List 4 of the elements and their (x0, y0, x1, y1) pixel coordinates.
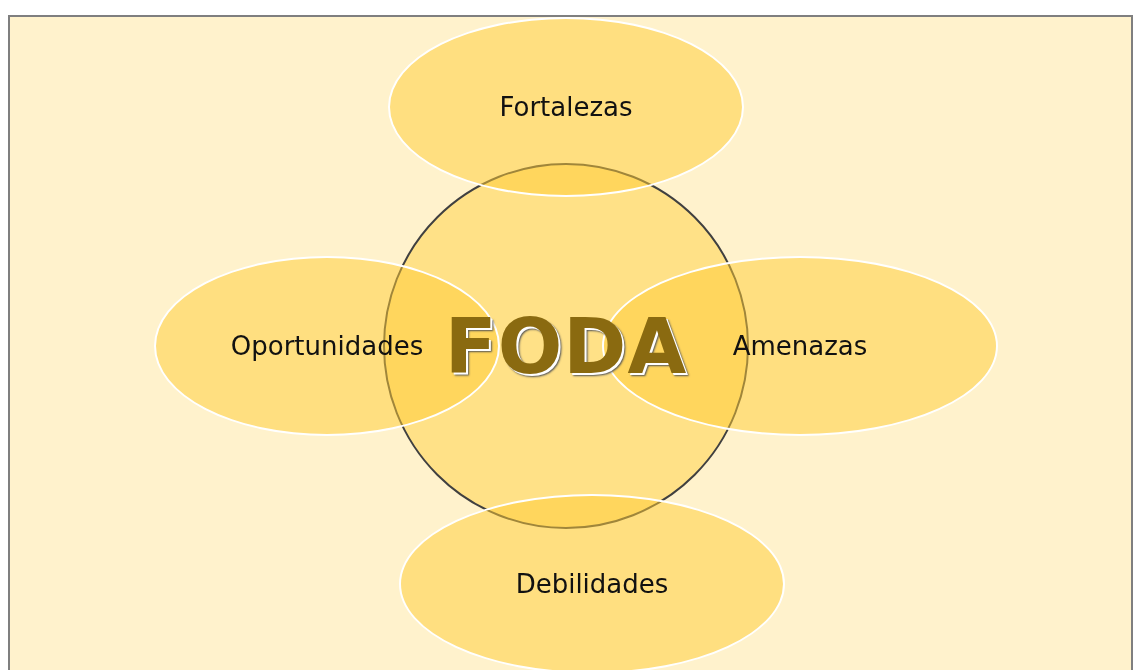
ellipse-label: Debilidades (515, 569, 669, 599)
ellipse-label: Amenazas (732, 331, 868, 361)
ellipse-label: Oportunidades (230, 331, 424, 361)
ellipse-label: Fortalezas (499, 92, 633, 122)
